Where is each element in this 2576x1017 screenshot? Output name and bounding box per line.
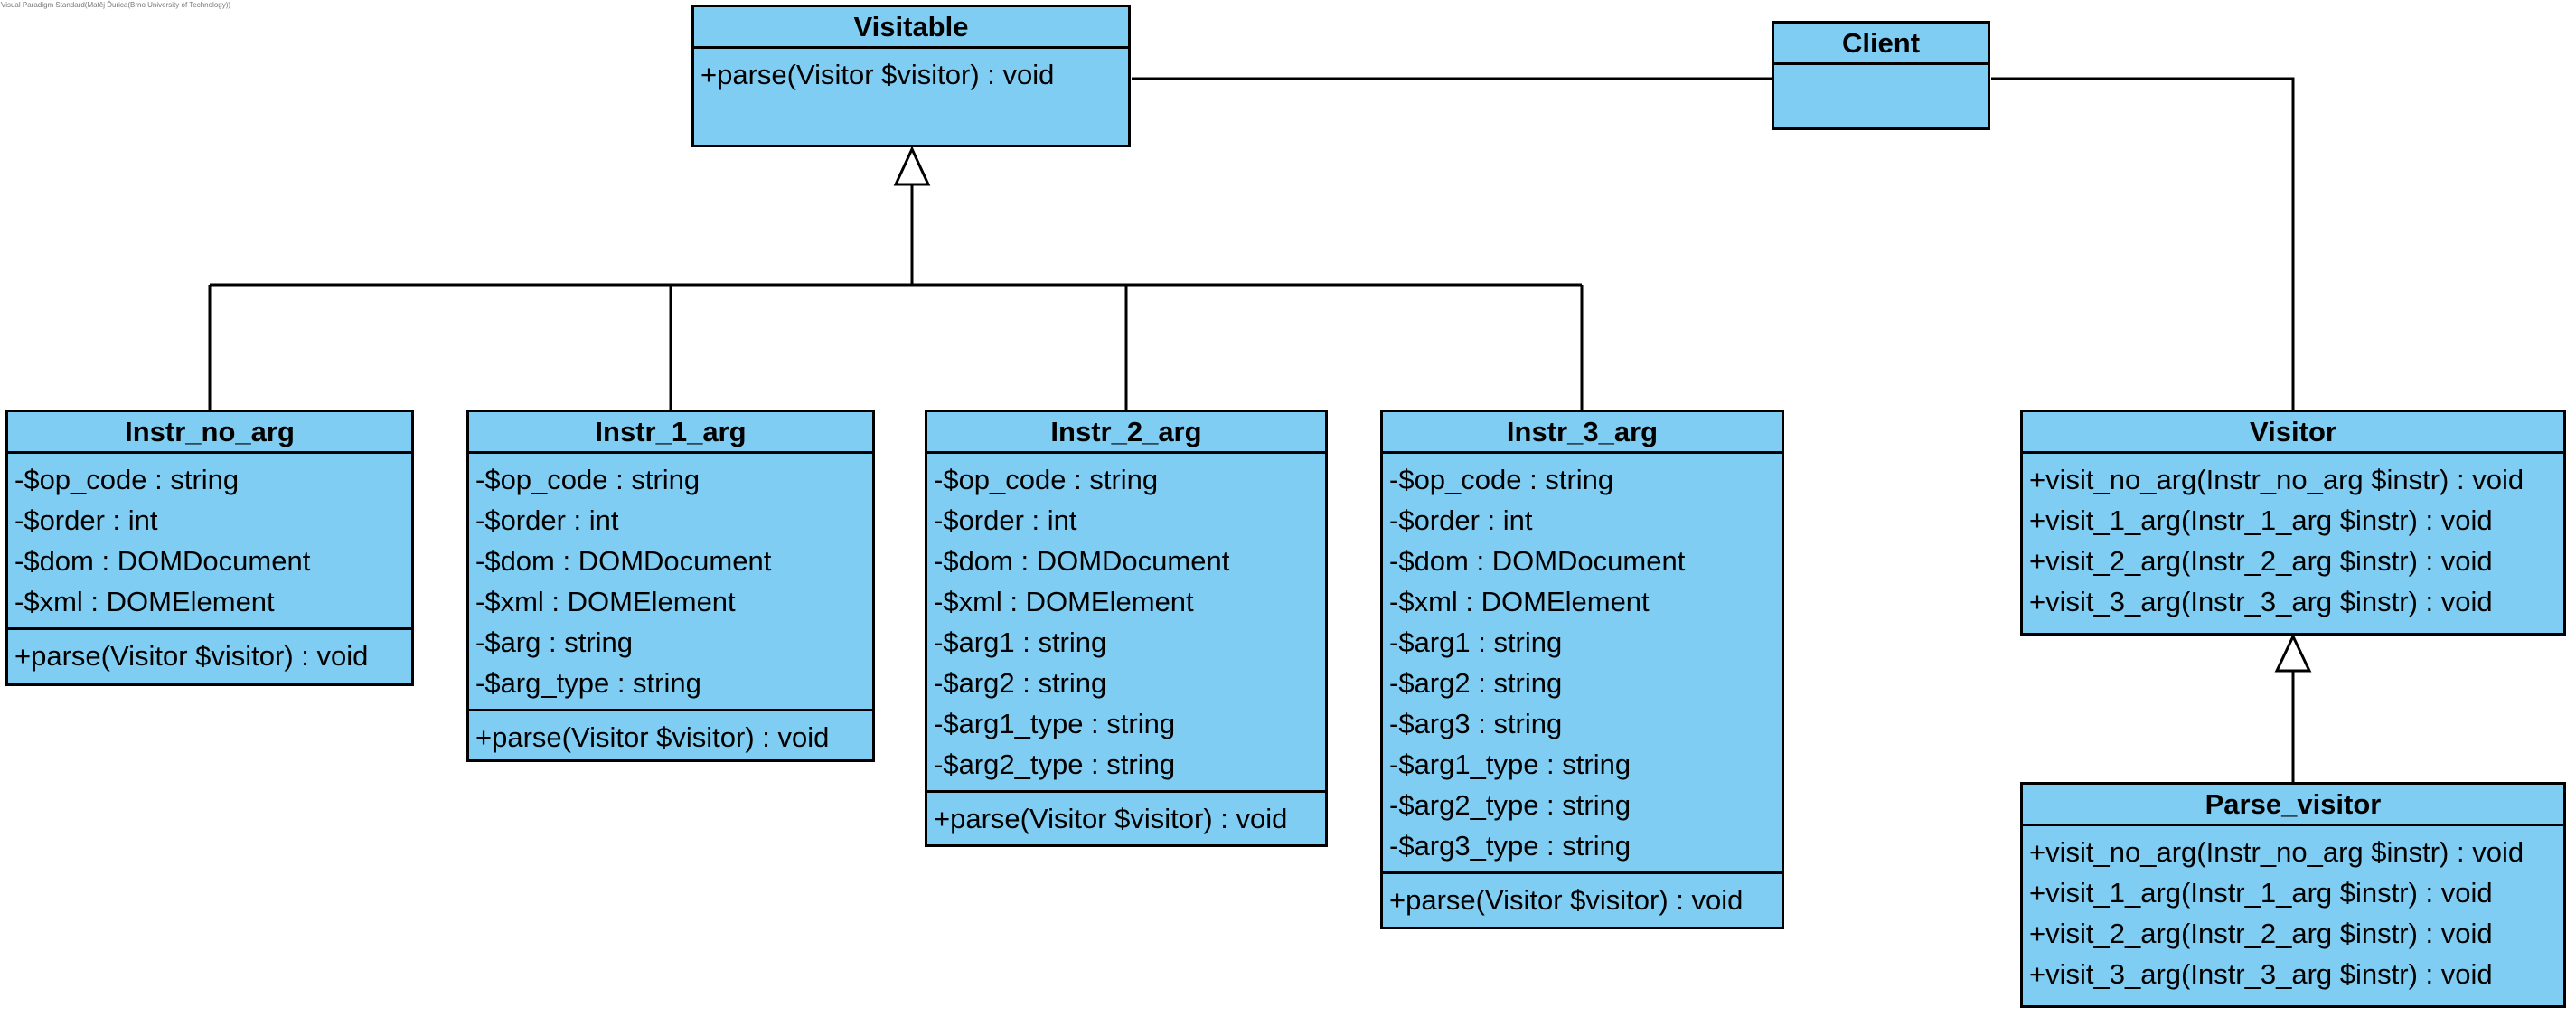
attributes-compartment: -$op_code : string -$order : int -$dom :…: [8, 454, 411, 630]
attribute: -$dom : DOMDocument: [475, 545, 772, 577]
attribute: -$arg2 : string: [1389, 667, 1563, 699]
attribute: -$dom : DOMDocument: [1389, 545, 1686, 577]
operation: +parse(Visitor $visitor) : void: [14, 640, 369, 672]
attribute: -$xml : DOMElement: [934, 586, 1194, 617]
operation: +visit_2_arg(Instr_2_arg $instr) : void: [2029, 918, 2493, 949]
class-instr-3-arg[interactable]: Instr_3_arg -$op_code : string -$order :…: [1380, 410, 1784, 929]
operation: +visit_3_arg(Instr_3_arg $instr) : void: [2029, 586, 2493, 617]
class-name: Parse_visitor: [2023, 785, 2563, 826]
attribute: -$op_code : string: [475, 464, 700, 495]
class-name: Instr_2_arg: [927, 412, 1325, 454]
attributes-compartment: -$op_code : string -$order : int -$dom :…: [927, 454, 1325, 793]
class-name: Client: [1774, 24, 1988, 65]
empty-compartment: [1774, 65, 1988, 76]
attribute: -$arg2 : string: [934, 667, 1107, 699]
attribute: -$arg2_type : string: [1389, 789, 1631, 821]
class-instr-2-arg[interactable]: Instr_2_arg -$op_code : string -$order :…: [925, 410, 1328, 847]
attribute: -$arg3 : string: [1389, 708, 1563, 739]
attribute: -$arg1 : string: [934, 626, 1107, 658]
attribute: -$op_code : string: [1389, 464, 1614, 495]
class-name: Visitable: [694, 7, 1128, 49]
attribute: -$arg1_type : string: [934, 708, 1176, 739]
association-client-visitor: [1991, 77, 2295, 410]
operations-compartment: +parse(Visitor $visitor) : void: [8, 630, 411, 682]
attribute: -$op_code : string: [14, 464, 240, 495]
class-visitor[interactable]: Visitor +visit_no_arg(Instr_no_arg $inst…: [2020, 410, 2566, 636]
operation: +visit_1_arg(Instr_1_arg $instr) : void: [2029, 877, 2493, 909]
class-parse-visitor[interactable]: Parse_visitor +visit_no_arg(Instr_no_arg…: [2020, 782, 2566, 1008]
class-instr-no-arg[interactable]: Instr_no_arg -$op_code : string -$order …: [5, 410, 414, 686]
operations-compartment: +parse(Visitor $visitor) : void: [927, 793, 1325, 844]
attribute: -$arg1 : string: [1389, 626, 1563, 658]
attribute: -$arg : string: [475, 626, 634, 658]
class-visitable[interactable]: Visitable +parse(Visitor $visitor) : voi…: [691, 5, 1131, 147]
class-name: Instr_no_arg: [8, 412, 411, 454]
operations-compartment: +parse(Visitor $visitor) : void: [469, 711, 872, 763]
attribute: -$op_code : string: [934, 464, 1159, 495]
operation: +visit_1_arg(Instr_1_arg $instr) : void: [2029, 504, 2493, 536]
operation: +visit_3_arg(Instr_3_arg $instr) : void: [2029, 958, 2493, 990]
generalization-arrowhead-visitable: [893, 146, 931, 186]
operations-compartment: +parse(Visitor $visitor) : void: [1383, 874, 1782, 926]
class-name: Visitor: [2023, 412, 2563, 454]
class-client[interactable]: Client: [1772, 21, 1990, 130]
operation: +visit_no_arg(Instr_no_arg $instr) : voi…: [2029, 464, 2524, 495]
operation: +parse(Visitor $visitor) : void: [700, 59, 1055, 90]
class-name: Instr_1_arg: [469, 412, 872, 454]
attribute: -$order : int: [475, 504, 619, 536]
attribute: -$xml : DOMElement: [475, 586, 736, 617]
attribute: -$order : int: [934, 504, 1077, 536]
attribute: -$arg1_type : string: [1389, 749, 1631, 780]
attribute: -$order : int: [14, 504, 158, 536]
attribute: -$arg3_type : string: [1389, 830, 1631, 862]
operations-compartment: +visit_no_arg(Instr_no_arg $instr) : voi…: [2023, 454, 2563, 627]
attribute: -$dom : DOMDocument: [14, 545, 311, 577]
operation: +parse(Visitor $visitor) : void: [934, 803, 1288, 834]
operations-compartment: +visit_no_arg(Instr_no_arg $instr) : voi…: [2023, 826, 2563, 1000]
class-instr-1-arg[interactable]: Instr_1_arg -$op_code : string -$order :…: [466, 410, 875, 762]
attribute: -$arg2_type : string: [934, 749, 1176, 780]
operation: +parse(Visitor $visitor) : void: [475, 721, 830, 753]
watermark: Visual Paradigm Standard(Matěj Ďurica(Br…: [1, 1, 231, 9]
operation: +visit_no_arg(Instr_no_arg $instr) : voi…: [2029, 836, 2524, 868]
attribute: -$xml : DOMElement: [14, 586, 275, 617]
attributes-compartment: -$op_code : string -$order : int -$dom :…: [469, 454, 872, 711]
class-name: Instr_3_arg: [1383, 412, 1782, 454]
operation: +parse(Visitor $visitor) : void: [1389, 884, 1744, 916]
attribute: -$arg_type : string: [475, 667, 701, 699]
generalization-arrowhead-visitor: [2274, 633, 2312, 673]
operations-compartment: +parse(Visitor $visitor) : void: [694, 49, 1128, 100]
operation: +visit_2_arg(Instr_2_arg $instr) : void: [2029, 545, 2493, 577]
attribute: -$order : int: [1389, 504, 1533, 536]
attribute: -$xml : DOMElement: [1389, 586, 1650, 617]
attribute: -$dom : DOMDocument: [934, 545, 1230, 577]
attributes-compartment: -$op_code : string -$order : int -$dom :…: [1383, 454, 1782, 874]
